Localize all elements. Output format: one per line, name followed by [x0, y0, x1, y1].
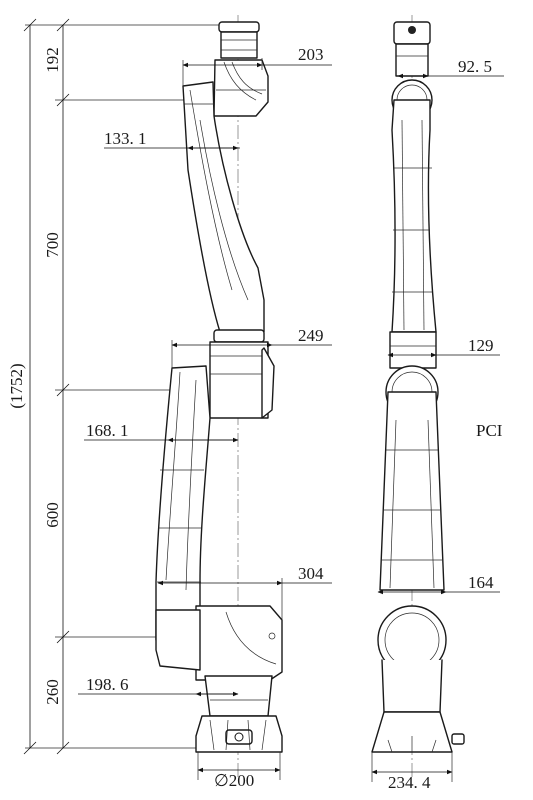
dim-203: 203 [298, 45, 324, 64]
dim-198-6: 198. 6 [86, 675, 129, 694]
dim-700: 700 [43, 232, 62, 258]
dim-600: 600 [43, 502, 62, 528]
dim-base-200: ∅200 [214, 771, 254, 790]
front-view-dimensions [78, 58, 332, 780]
dim-total-1752: (1752) [7, 363, 26, 408]
dim-129: 129 [468, 336, 494, 355]
dim-304: 304 [298, 564, 324, 583]
dim-164: 164 [468, 573, 494, 592]
pci-label: PCI [476, 421, 503, 440]
dim-92-5: 92. 5 [458, 57, 492, 76]
front-view-robot [155, 15, 283, 780]
dim-133-1: 133. 1 [104, 129, 147, 148]
dim-260: 260 [43, 679, 62, 705]
side-view-robot [371, 15, 465, 780]
left-dimension-chain [23, 18, 220, 755]
dim-192: 192 [43, 47, 62, 73]
side-view-dimensions [371, 73, 504, 782]
dim-249: 249 [298, 326, 324, 345]
dim-234-4: 234. 4 [388, 773, 431, 792]
dim-168-1: 168. 1 [86, 421, 129, 440]
